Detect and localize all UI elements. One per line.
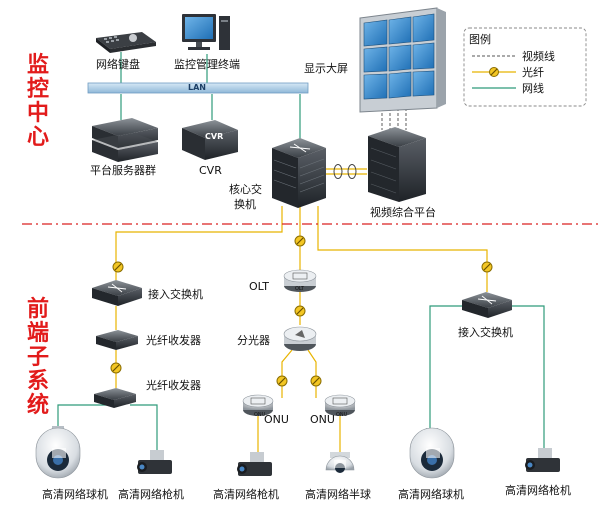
dome-camera-2 xyxy=(409,427,455,479)
label-fiber-transceiver-2: 光纤收发器 xyxy=(146,379,201,392)
label-access-switch-right: 接入交换机 xyxy=(458,326,513,339)
semi-dome-camera xyxy=(325,452,355,473)
section-label-char: 端 xyxy=(26,321,49,346)
access-switch-left-device xyxy=(92,280,142,306)
section-label-char: 监 xyxy=(26,53,49,78)
cvr-device xyxy=(182,120,238,160)
label-monitoring-terminal: 监控管理终端 xyxy=(174,58,240,71)
platform-server-group-device xyxy=(92,118,158,162)
fiber-transceiver-2-device xyxy=(94,388,136,408)
olt-device-badge: OLT xyxy=(295,286,305,292)
access-switch-right-device xyxy=(462,292,512,318)
label-network-keyboard: 网络键盘 xyxy=(96,58,140,71)
onu-left-device-badge: ONU xyxy=(254,412,266,418)
section-label-front-end-subsystem: 前端子系统 xyxy=(25,298,51,418)
bullet-camera-2 xyxy=(237,452,272,476)
network-lines xyxy=(57,52,545,452)
label-access-switch-left: 接入交换机 xyxy=(148,288,203,301)
section-label-char: 心 xyxy=(26,125,49,150)
label-core-switch-line2: 换机 xyxy=(234,198,256,211)
bullet-camera-1 xyxy=(137,450,172,474)
label-camera-2: 高清网络枪机 xyxy=(118,488,184,501)
label-core-switch-line1: 核心交 xyxy=(229,183,262,196)
label-platform-servers: 平台服务器群 xyxy=(90,164,156,177)
legend-box xyxy=(463,27,587,107)
video-platform-device xyxy=(368,127,426,202)
splitter-device xyxy=(283,326,317,351)
fiber-connectors xyxy=(110,235,493,387)
label-camera-3: 高清网络枪机 xyxy=(213,488,279,501)
section-label-monitoring-center: 监控中心 xyxy=(25,54,51,150)
legend-item-fiber: 光纤 xyxy=(522,66,544,79)
onu-right-device-badge: ONU xyxy=(336,412,348,418)
section-label-char: 统 xyxy=(26,393,49,418)
section-label-char: 控 xyxy=(26,77,49,102)
bullet-camera-3 xyxy=(525,448,560,472)
fiber-coil xyxy=(333,164,357,179)
legend-title: 图例 xyxy=(469,33,491,46)
fiber-transceiver-1-device xyxy=(96,330,138,350)
section-label-char: 中 xyxy=(26,101,49,126)
section-label-char: 子 xyxy=(26,345,49,370)
label-onu-right: ONU xyxy=(310,413,335,426)
label-cvr: CVR xyxy=(199,164,222,177)
monitoring-terminal-device xyxy=(182,14,230,50)
display-wall-device xyxy=(359,7,446,113)
label-display-wall: 显示大屏 xyxy=(304,62,348,75)
label-camera-1: 高清网络球机 xyxy=(42,488,108,501)
dome-camera-1 xyxy=(35,426,81,479)
core-switch-device xyxy=(272,138,326,208)
network-keyboard-device xyxy=(96,32,156,53)
label-splitter: 分光器 xyxy=(237,334,270,347)
label-fiber-transceiver-1: 光纤收发器 xyxy=(146,334,201,347)
section-label-char: 前 xyxy=(26,297,49,322)
legend-item-video-line: 视频线 xyxy=(522,50,555,63)
section-label-char: 系 xyxy=(26,369,49,394)
label-onu-left: ONU xyxy=(264,413,289,426)
label-camera-4: 高清网络半球 xyxy=(305,488,371,501)
olt-device xyxy=(283,269,317,292)
label-video-platform: 视频综合平台 xyxy=(370,206,436,219)
label-camera-6: 高清网络枪机 xyxy=(505,484,571,497)
onu-right-device xyxy=(324,394,356,416)
onu-left-device xyxy=(242,394,274,416)
lan-bar xyxy=(87,82,309,94)
cvr-device-badge: CVR xyxy=(205,132,224,141)
legend-item-network-cable: 网线 xyxy=(522,82,544,95)
label-camera-5: 高清网络球机 xyxy=(398,488,464,501)
label-lan: LAN xyxy=(188,83,206,92)
label-olt: OLT xyxy=(249,280,269,293)
video-lines xyxy=(381,108,407,130)
